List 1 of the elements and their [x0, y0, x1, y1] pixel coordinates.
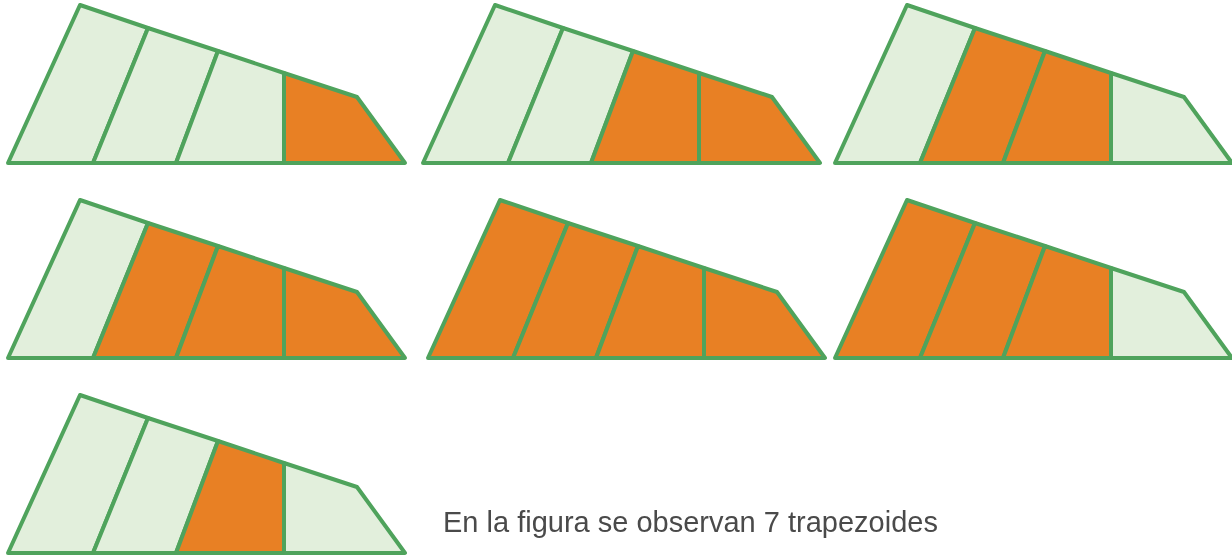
caption: En la figura se observan 7 trapezoides [443, 506, 938, 539]
